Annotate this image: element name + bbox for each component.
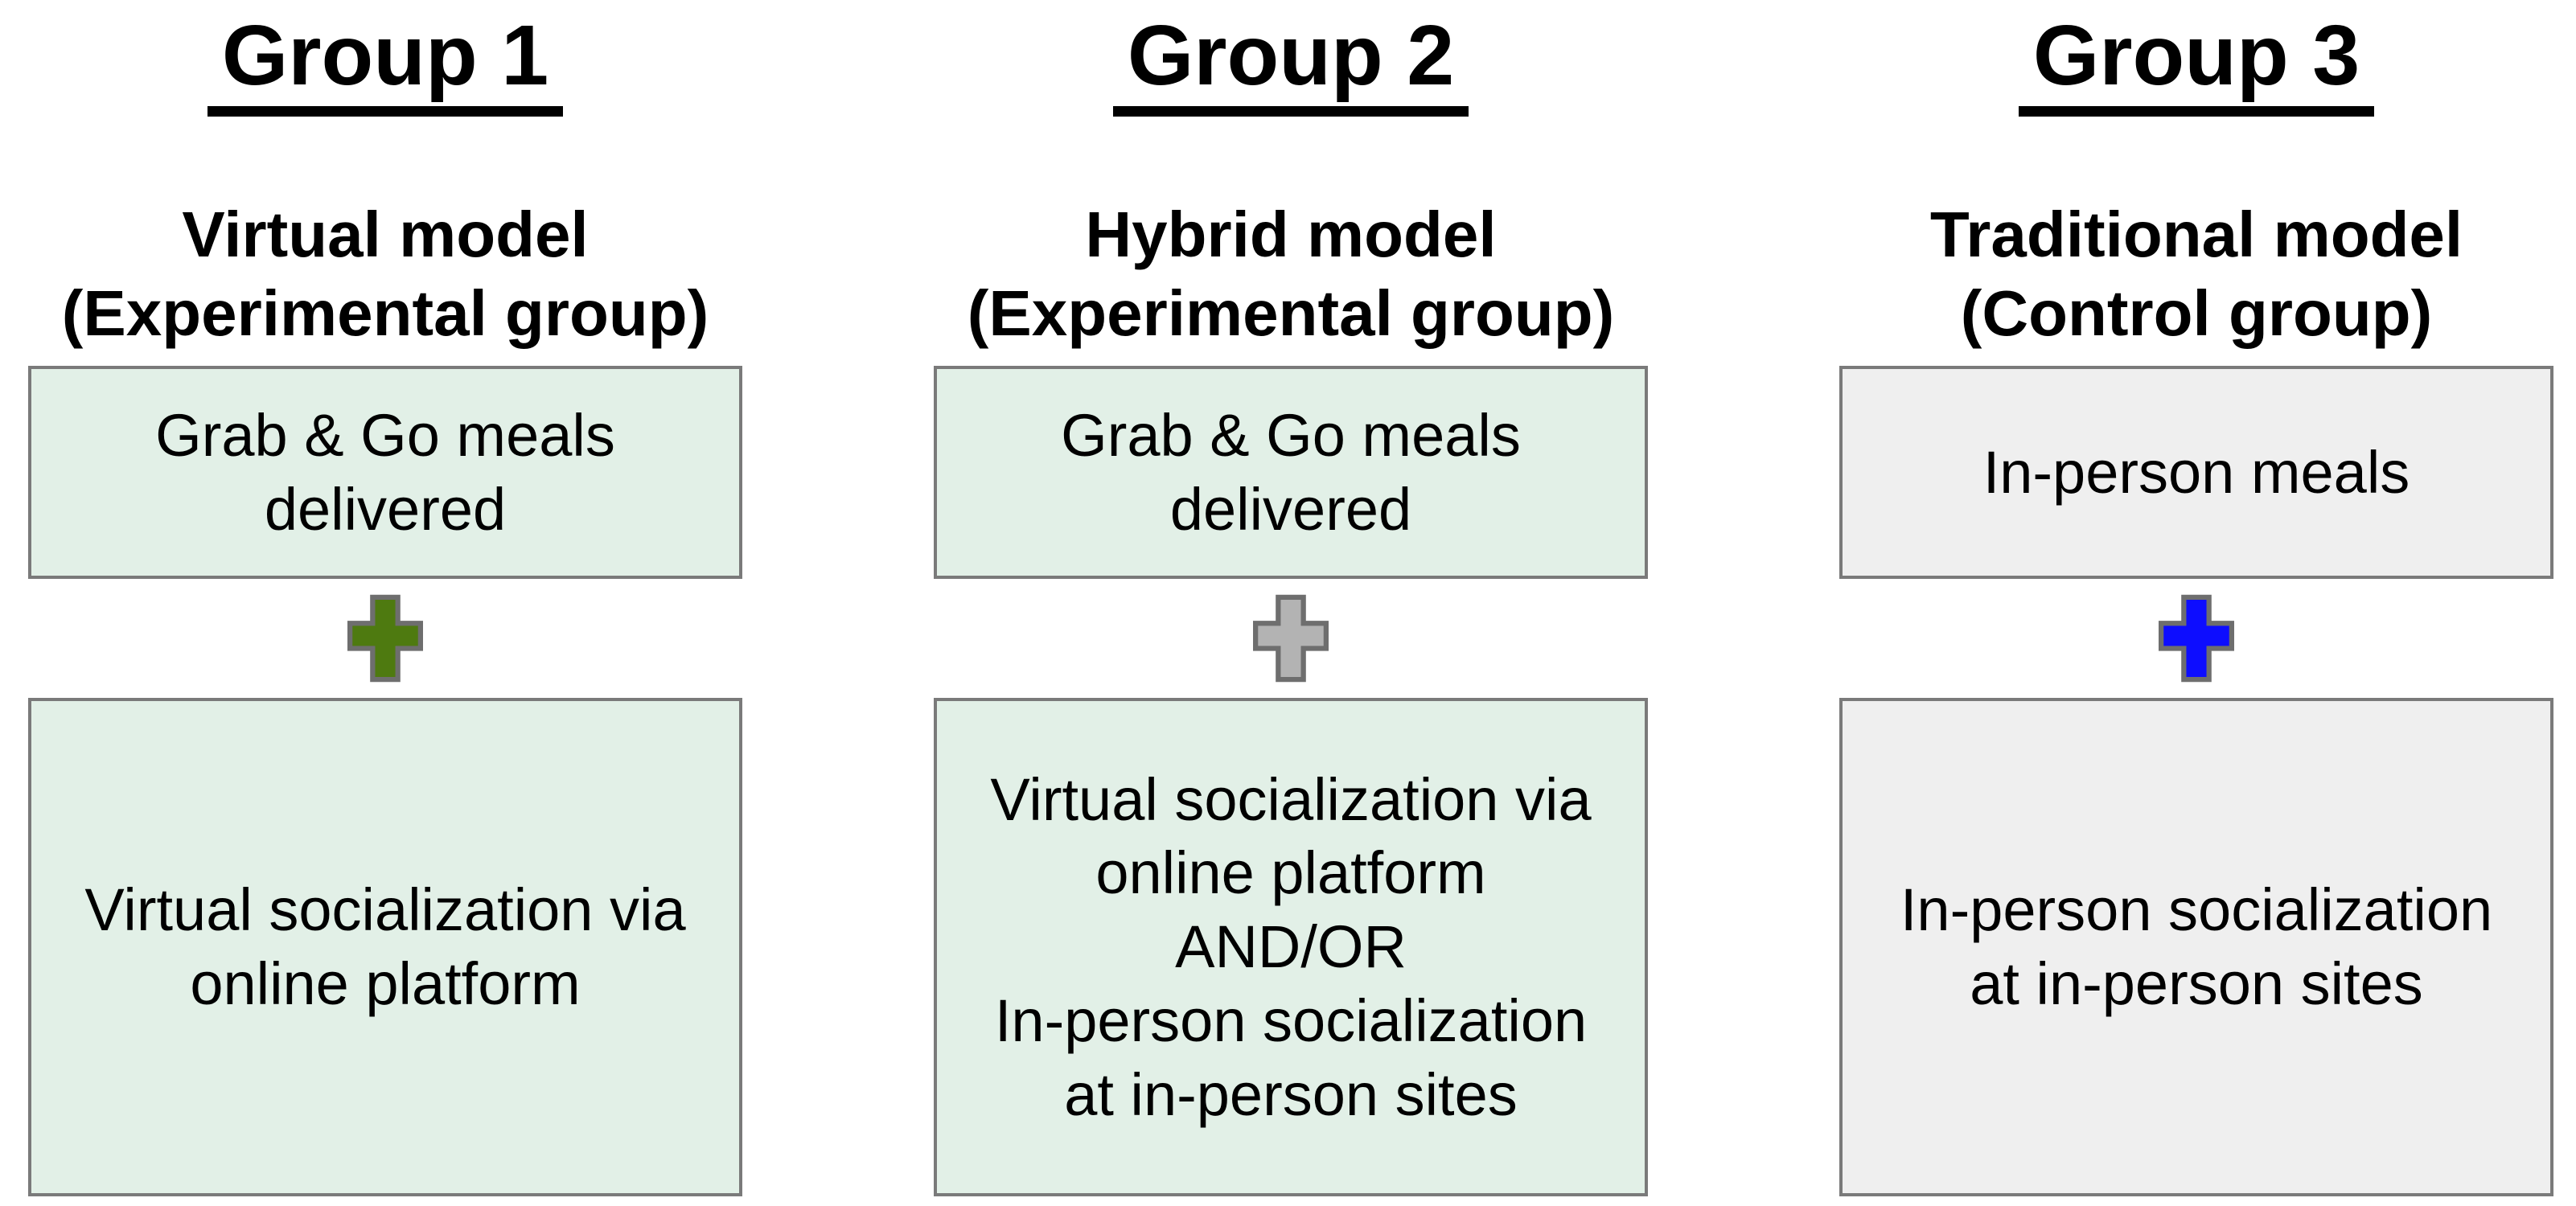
- box-text-line: delivered: [264, 475, 507, 543]
- box-text-line: delivered: [1169, 475, 1412, 543]
- group-2-title: Group 2: [1112, 10, 1469, 117]
- group-1-column: Group 1 Virtual model (Experimental grou…: [28, 10, 742, 1206]
- group-3-model-qualifier: (Control group): [1960, 277, 2433, 349]
- group-1-model-qualifier: (Experimental group): [61, 277, 709, 349]
- group-2-socialization-box: Virtual socialization via online platfor…: [934, 698, 1648, 1196]
- group-3-column: Group 3 Traditional model (Control group…: [1839, 10, 2553, 1206]
- group-2-meals-box: Grab & Go meals delivered: [934, 366, 1648, 579]
- box-text-line: AND/OR: [1175, 913, 1407, 981]
- plus-icon: [1253, 594, 1329, 683]
- group-3-plus-wrap: [2159, 579, 2234, 698]
- group-3-socialization-box: In-person socialization at in-person sit…: [1839, 698, 2553, 1196]
- group-1-title-wrap: Group 1: [207, 10, 564, 183]
- group-3-model-subtitle: Traditional model (Control group): [1930, 183, 2463, 366]
- group-3-meals-box: In-person meals: [1839, 366, 2553, 579]
- box-text-line: In-person socialization: [994, 987, 1588, 1054]
- group-3-title-wrap: Group 3: [2018, 10, 2375, 183]
- plus-icon: [2159, 594, 2234, 683]
- box-text-line: Virtual socialization via: [84, 876, 686, 944]
- box-text-line: online platform: [190, 950, 581, 1017]
- group-1-title: Group 1: [207, 10, 564, 117]
- box-text-line: online platform: [1095, 839, 1486, 907]
- box-text-line: Grab & Go meals: [1061, 401, 1521, 469]
- group-2-model-qualifier: (Experimental group): [967, 277, 1615, 349]
- box-text-line: In-person meals: [1982, 438, 2410, 506]
- group-2-title-wrap: Group 2: [1112, 10, 1469, 183]
- box-text-line: Grab & Go meals: [155, 401, 615, 469]
- group-2-column: Group 2 Hybrid model (Experimental group…: [934, 10, 1648, 1206]
- box-text-line: Virtual socialization via: [990, 765, 1592, 833]
- group-1-meals-box: Grab & Go meals delivered: [28, 366, 742, 579]
- group-2-model-subtitle: Hybrid model (Experimental group): [968, 183, 1615, 366]
- box-text-line: at in-person sites: [1064, 1060, 1518, 1128]
- group-3-title: Group 3: [2018, 10, 2375, 117]
- box-text-line: at in-person sites: [1970, 950, 2423, 1017]
- box-text-line: In-person socialization: [1900, 876, 2493, 944]
- group-1-model-subtitle: Virtual model (Experimental group): [62, 183, 709, 366]
- group-2-plus-wrap: [1253, 579, 1329, 698]
- group-1-plus-wrap: [347, 579, 423, 698]
- group-1-socialization-box: Virtual socialization via online platfor…: [28, 698, 742, 1196]
- group-2-model-name: Hybrid model: [1085, 199, 1497, 271]
- group-1-model-name: Virtual model: [182, 199, 589, 271]
- group-3-model-name: Traditional model: [1929, 199, 2463, 271]
- plus-icon: [347, 594, 423, 683]
